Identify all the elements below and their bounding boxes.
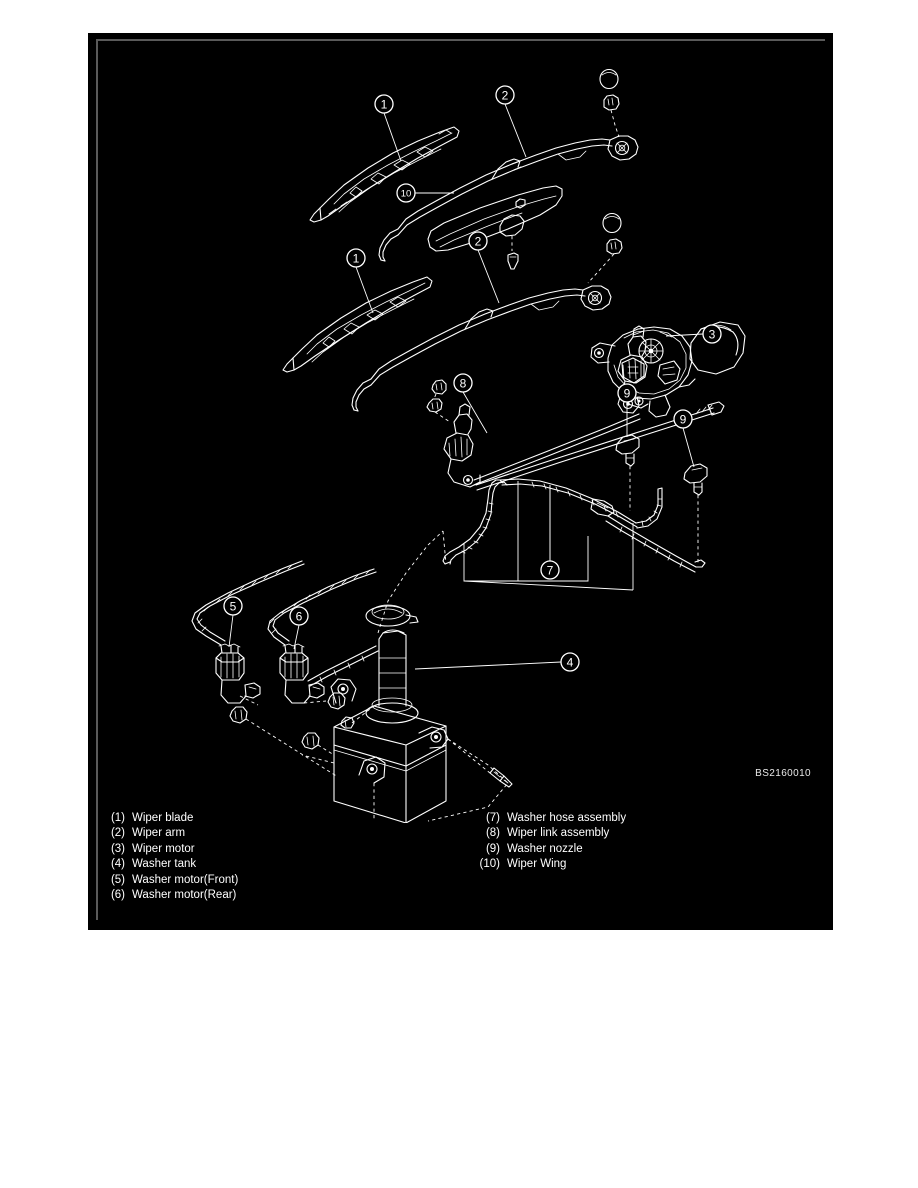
- svg-text:2: 2: [475, 235, 482, 249]
- wiper-arm-lower: [351, 285, 612, 412]
- legend-label-9: Washer nozzle: [507, 842, 583, 855]
- washer-nozzle-left: [615, 434, 640, 511]
- callout-5: 5: [223, 596, 243, 648]
- svg-text:3: 3: [709, 328, 716, 342]
- legend-label-6: Washer motor(Rear): [132, 889, 237, 902]
- parts-legend: (1) Wiper blade (2) Wiper arm (3) Wiper …: [88, 811, 833, 926]
- callout-3: 3: [665, 324, 722, 344]
- washer-motor-rear: [279, 643, 346, 710]
- legend-label-5: Washer motor(Front): [132, 873, 239, 886]
- callout-7: 7: [540, 485, 560, 580]
- legend-item-4: (4) Washer tank: [95, 857, 238, 872]
- washer-hose-assembly: [442, 478, 706, 591]
- legend-label-3: Wiper motor: [132, 842, 195, 855]
- svg-text:4: 4: [567, 656, 574, 670]
- legend-right-column: (7) Washer hose assembly (8) Wiper link …: [470, 811, 627, 873]
- callout-4: 4: [414, 652, 580, 672]
- callout-2-lower: 2: [468, 231, 500, 304]
- wiper-wing: [427, 185, 563, 270]
- callout-9-left: 9: [617, 383, 637, 437]
- legend-number-3: (3): [110, 842, 125, 855]
- legend-item-5: (5) Washer motor(Front): [95, 873, 238, 888]
- legend-number-5: (5): [110, 873, 125, 886]
- legend-label-10: Wiper Wing: [507, 858, 567, 871]
- washer-motor-harness: [191, 560, 379, 687]
- legend-label-1: Wiper blade: [132, 812, 194, 824]
- svg-text:6: 6: [296, 610, 303, 624]
- legend-number-1: (1): [110, 812, 125, 824]
- legend-number-10: (10): [479, 858, 500, 871]
- legend-item-1: (1) Wiper blade: [95, 811, 238, 826]
- svg-text:10: 10: [401, 189, 412, 200]
- wiper-blade-upper: [309, 126, 460, 223]
- legend-item-8: (8) Wiper link assembly: [470, 826, 626, 841]
- wiper-arm-upper: [378, 135, 639, 262]
- svg-text:9: 9: [624, 387, 631, 401]
- svg-text:5: 5: [230, 600, 237, 614]
- legend-item-10: (10) Wiper Wing: [470, 857, 626, 872]
- svg-text:9: 9: [680, 413, 687, 427]
- callout-6: 6: [289, 606, 309, 650]
- washer-tank: [301, 604, 513, 823]
- legend-number-4: (4): [110, 858, 125, 871]
- svg-text:8: 8: [460, 377, 467, 391]
- legend-item-2: (2) Wiper arm: [95, 826, 238, 841]
- callout-2-upper: 2: [495, 85, 527, 158]
- legend-label-7: Washer hose assembly: [507, 812, 627, 824]
- legend-number-8: (8): [485, 827, 500, 840]
- legend-number-7: (7): [485, 812, 500, 824]
- legend-label-2: Wiper arm: [132, 827, 186, 840]
- legend-item-3: (3) Wiper motor: [95, 842, 238, 857]
- legend-number-9: (9): [485, 842, 500, 855]
- callout-1-lower: 1: [346, 248, 374, 314]
- drawing-reference-code: BS2160010: [755, 768, 811, 779]
- callout-10: 10: [396, 183, 454, 203]
- legend-label-4: Washer tank: [132, 858, 197, 871]
- callout-1-upper: 1: [374, 94, 402, 162]
- svg-text:2: 2: [502, 89, 509, 103]
- washer-nozzle-right: [683, 463, 708, 565]
- callout-8: 8: [453, 373, 488, 434]
- legend-left-column: (1) Wiper blade (2) Wiper arm (3) Wiper …: [95, 811, 238, 903]
- svg-text:7: 7: [547, 564, 554, 578]
- legend-item-6: (6) Washer motor(Rear): [95, 888, 238, 903]
- legend-item-7: (7) Washer hose assembly: [470, 811, 626, 826]
- tank-feed-hose: [377, 530, 447, 634]
- legend-item-9: (9) Washer nozzle: [470, 842, 626, 857]
- illustration-panel: .ln { stroke:#ffffff; stroke-width:1.1; …: [88, 33, 833, 930]
- wiper-arm-cap-nut-lower: [587, 212, 623, 284]
- legend-number-2: (2): [110, 827, 125, 840]
- legend-label-8: Wiper link assembly: [507, 827, 610, 840]
- legend-number-6: (6): [110, 889, 125, 902]
- callout-9-right: 9: [673, 409, 695, 468]
- wiper-link-assembly: [426, 325, 725, 491]
- washer-motor-front: [215, 643, 339, 778]
- wiper-arm-cap-nut-upper: [599, 68, 620, 138]
- svg-text:1: 1: [353, 252, 360, 266]
- svg-text:1: 1: [381, 98, 388, 112]
- exploded-view-illustration: .ln { stroke:#ffffff; stroke-width:1.1; …: [191, 68, 746, 823]
